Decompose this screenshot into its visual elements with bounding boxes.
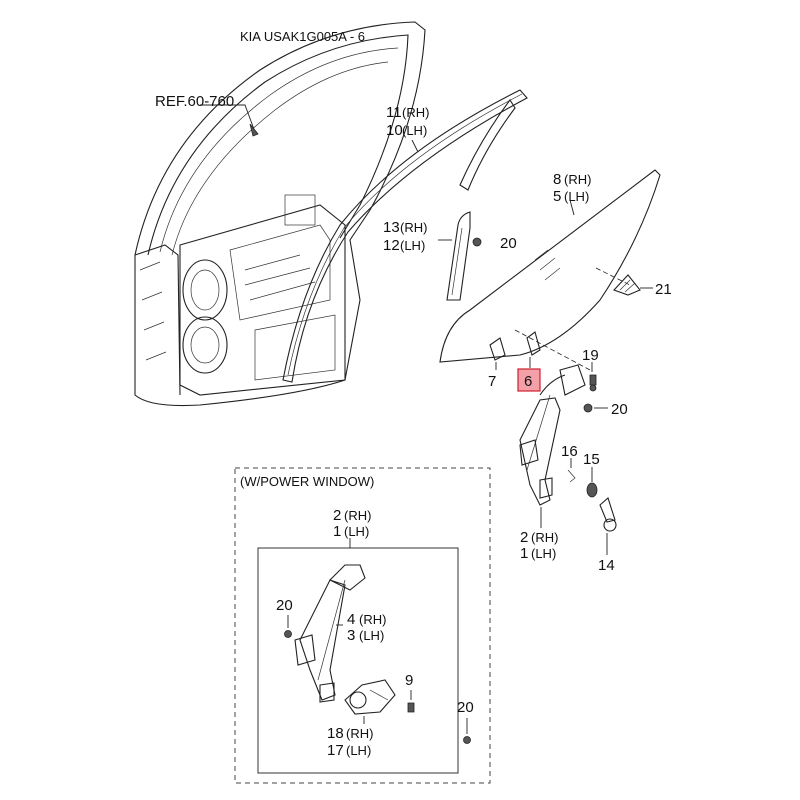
label-15: 15	[583, 451, 600, 468]
label-20-motor: 20	[457, 699, 474, 716]
rear-channel-icon	[446, 99, 516, 301]
label-1-manual: 1	[520, 545, 528, 562]
label-8: 8	[553, 171, 561, 188]
regulator-icon	[519, 364, 586, 506]
label-1-power-side: (LH)	[344, 524, 369, 539]
label-7: 7	[488, 373, 496, 390]
label-18-side: (RH)	[346, 726, 373, 741]
label-20-power: 20	[276, 597, 293, 614]
nut-icon	[284, 630, 292, 638]
ref-label: REF.60-760	[155, 93, 234, 110]
bolt-icon	[407, 702, 415, 713]
label-6[interactable]: 6	[524, 373, 532, 390]
label-4-side: (RH)	[359, 612, 386, 627]
label-5-side: (LH)	[564, 189, 589, 204]
motor-icon	[344, 679, 396, 715]
power-window-inner-box	[257, 547, 459, 774]
glass-holder-icon	[489, 331, 541, 361]
nut-icon	[583, 403, 593, 413]
power-window-title: (W/POWER WINDOW)	[240, 474, 374, 489]
label-14: 14	[598, 557, 615, 574]
highlight-box-6[interactable]	[517, 368, 541, 392]
label-13-side: (RH)	[400, 220, 427, 235]
label-2-power-side: (RH)	[344, 508, 371, 523]
nut-icon	[472, 237, 482, 247]
label-12-side: (LH)	[400, 238, 425, 253]
bracket-icon	[613, 274, 641, 296]
label-11: 11	[386, 104, 402, 121]
label-3: 3	[347, 627, 355, 644]
door-frame-icon	[134, 21, 426, 407]
label-8-side: (RH)	[564, 172, 591, 187]
label-16: 16	[561, 443, 578, 460]
label-11-side: (RH)	[402, 105, 429, 120]
label-12: 12	[383, 237, 400, 254]
label-19: 19	[582, 347, 599, 364]
handle-icon	[599, 497, 617, 532]
diagram-code: KIA USAK1G005A - 6	[240, 29, 365, 44]
label-4: 4	[347, 611, 355, 628]
label-13: 13	[383, 219, 400, 236]
labels: 11 (RH) 10 (LH) 13 (RH) 12 (LH) 20 8 (RH…	[276, 104, 672, 759]
label-21: 21	[655, 281, 672, 298]
power-regulator-icon	[294, 564, 366, 703]
power-window-box	[234, 467, 491, 784]
label-1-power: 1	[333, 523, 341, 540]
label-10: 10	[386, 122, 403, 139]
label-20-regulator: 20	[611, 401, 628, 418]
channel-molding-icon	[282, 89, 528, 383]
label-9: 9	[405, 672, 413, 689]
label-1-manual-side: (LH)	[531, 546, 556, 561]
label-3-side: (LH)	[359, 628, 384, 643]
label-18: 18	[327, 725, 344, 742]
label-17-side: (LH)	[346, 743, 371, 758]
label-2-power: 2	[333, 507, 341, 524]
nut-icon	[463, 736, 471, 744]
bolt-icon	[589, 374, 597, 392]
clip-icon	[567, 469, 576, 483]
label-17: 17	[327, 742, 344, 759]
label-2-manual-side: (RH)	[531, 530, 558, 545]
label-20-channel: 20	[500, 235, 517, 252]
label-10-side: (LH)	[402, 123, 427, 138]
label-5: 5	[553, 188, 561, 205]
label-2-manual: 2	[520, 529, 528, 546]
washer-icon	[586, 482, 598, 498]
window-glass-icon	[439, 169, 661, 371]
